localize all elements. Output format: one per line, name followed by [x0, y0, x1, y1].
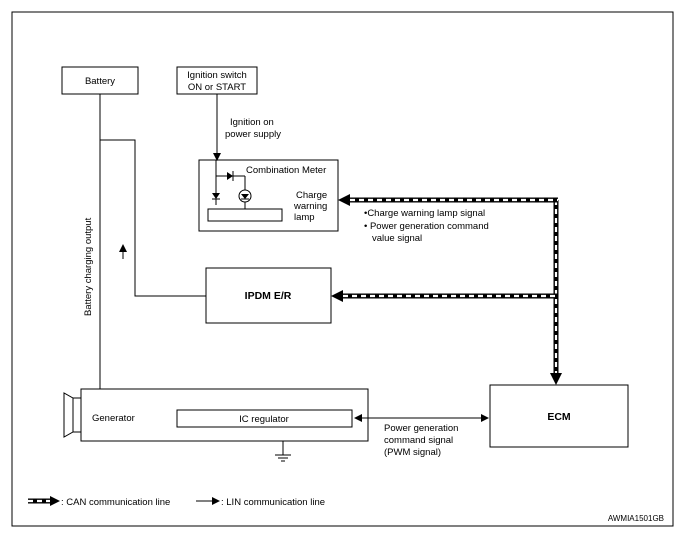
diode-icon — [212, 193, 220, 199]
charge-lamp-label-line2: warning — [293, 201, 327, 212]
ignition-switch-block: Ignition switch ON or START — [176, 66, 258, 95]
ground-icon — [275, 441, 291, 462]
ignition-switch-label-line2: ON or START — [188, 82, 246, 93]
outer-frame — [11, 11, 674, 527]
generator-block: Generator IC regulator — [63, 388, 369, 442]
battery-ipdm-wire — [100, 139, 206, 297]
ignition-power-label-line1: Ignition on — [230, 117, 274, 128]
battery-label: Battery — [85, 76, 115, 87]
meter-inner-circuit — [207, 160, 283, 222]
can-signal-label-2: • Power generation command — [364, 221, 489, 232]
generator-pulley-icon — [63, 392, 81, 438]
charge-lamp-label-line3: lamp — [294, 212, 315, 223]
lin-signal-label-3: (PWM signal) — [384, 447, 441, 458]
ic-regulator-box — [176, 409, 353, 428]
battery-block: Battery — [61, 66, 139, 95]
generator-label: Generator — [92, 413, 135, 424]
can-arrow-ipdm — [331, 290, 343, 302]
combination-meter-label: Combination Meter — [246, 165, 326, 176]
meter-inner-bar — [207, 208, 283, 222]
can-bus — [331, 194, 562, 385]
ignition-switch-label-line1: Ignition switch — [187, 70, 247, 81]
ipdm-label: IPDM E/R — [245, 290, 292, 302]
lin-signal-label-2: command signal — [384, 435, 453, 446]
can-arrow-ecm — [550, 373, 562, 385]
ecm-block: ECM — [489, 384, 629, 448]
combination-meter-block: Combination Meter Charge warning lamp — [198, 159, 339, 232]
can-signal-label-1: •Charge warning lamp signal — [364, 208, 485, 219]
legend-can-label: : CAN communication line — [61, 497, 170, 508]
legend: : CAN communication line : LIN communica… — [28, 496, 325, 508]
battery-output-label: Battery charging output — [83, 217, 94, 316]
ipdm-block: IPDM E/R — [205, 267, 332, 324]
can-arrow-meter — [338, 194, 350, 206]
figure-code: AWMIA1501GB — [608, 514, 664, 523]
charge-lamp-label-line1: Charge — [296, 190, 327, 201]
ecm-label: ECM — [547, 411, 571, 423]
ecm-box — [489, 384, 629, 448]
ic-regulator-label: IC regulator — [239, 414, 289, 425]
ignition-power-label-line2: power supply — [225, 129, 281, 140]
diode-icon — [227, 172, 233, 180]
lin-signal-label-1: Power generation — [384, 423, 458, 434]
can-signal-label-3: value signal — [372, 233, 422, 244]
legend-lin-label: : LIN communication line — [221, 497, 325, 508]
